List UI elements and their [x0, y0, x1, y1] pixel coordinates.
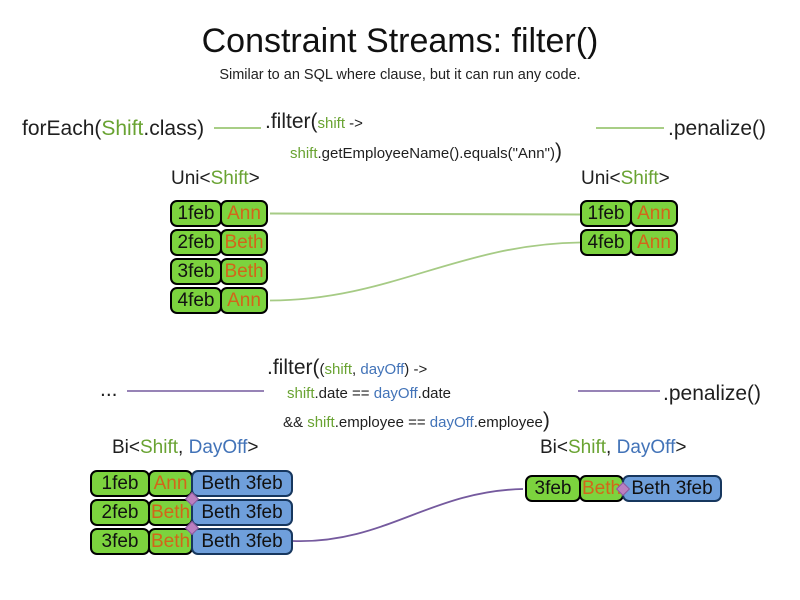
- shift-employee-cell: Ann: [630, 229, 678, 256]
- title-pre: Bi<: [112, 437, 140, 458]
- filter2-l3-var1: shift: [307, 414, 335, 431]
- filter2-head: .filter(: [267, 356, 320, 379]
- dayoff-cell: Beth 3feb: [622, 475, 722, 502]
- filter2-l3-and: &&: [283, 414, 308, 431]
- title-type: Shift: [620, 168, 659, 189]
- title-post: >: [248, 168, 260, 189]
- filter1-close-paren: ): [554, 140, 562, 163]
- filter2-open-paren: (: [319, 361, 325, 378]
- filter1-head: .filter(: [265, 110, 318, 133]
- code-source-dots: ...: [100, 378, 118, 401]
- code-foreach: forEach(Shift.class): [22, 117, 204, 141]
- uni-right-table-title: Uni<Shift>: [581, 168, 670, 190]
- filter2-comma: ,: [352, 361, 361, 378]
- filter1-arrow: ->: [345, 115, 363, 132]
- filter2-l2-op: .date ==: [314, 385, 374, 402]
- title-pre: Bi<: [540, 437, 568, 458]
- title-type: Shift: [210, 168, 249, 189]
- filter1-param: shift: [317, 115, 346, 132]
- title-post: >: [675, 437, 687, 458]
- connector-uni-row-4feb: [269, 241, 581, 302]
- title-type2: DayOff: [616, 437, 676, 458]
- dayoff-cell: Beth 3feb: [191, 528, 293, 555]
- bi-right-table-title: Bi<Shift, DayOff>: [540, 437, 686, 459]
- code-filter2-line2: shift.date == dayOff.date: [287, 385, 451, 402]
- shift-date-cell: 2feb: [90, 499, 150, 526]
- title-sep: ,: [606, 437, 617, 458]
- filter2-close-paren: ): [542, 409, 550, 432]
- shift-date-cell: 4feb: [580, 229, 632, 256]
- shift-employee-cell: Beth: [220, 229, 268, 256]
- shift-employee-cell: Beth: [148, 499, 193, 526]
- shift-date-cell: 3feb: [90, 528, 150, 555]
- code-penalize2: .penalize(): [663, 382, 762, 405]
- filter2-params-close-arrow: ) ->: [404, 361, 428, 378]
- bi-left-table-title: Bi<Shift, DayOff>: [112, 437, 258, 459]
- code-penalize1: .penalize(): [668, 117, 767, 140]
- uni-left-table-title: Uni<Shift>: [171, 168, 260, 190]
- title-pre: Uni<: [171, 168, 211, 189]
- page-subtitle: Similar to an SQL where clause, but it c…: [219, 67, 581, 83]
- code-filter2-line1: .filter((shift, dayOff) ->: [267, 356, 427, 380]
- code-filter2-line3: && shift.employee == dayOff.employee): [283, 409, 550, 433]
- title-pre: Uni<: [581, 168, 621, 189]
- foreach-class-token: Shift: [101, 117, 144, 140]
- shift-employee-cell: Ann: [148, 470, 193, 497]
- shift-date-cell: 1feb: [170, 200, 222, 227]
- title-type1: Shift: [568, 437, 607, 458]
- title-sep: ,: [178, 437, 189, 458]
- connector-bi-row-3feb: [292, 488, 524, 542]
- page-title: Constraint Streams: filter(): [201, 22, 599, 60]
- dayoff-cell: Beth 3feb: [191, 470, 293, 497]
- title-post: >: [658, 168, 670, 189]
- filter2-param1: shift: [324, 361, 353, 378]
- code-filter1-line2: shift.getEmployeeName().equals("Ann")): [290, 140, 562, 164]
- filter2-l3-var2: dayOff: [429, 414, 474, 431]
- foreach-end: .class): [143, 117, 205, 140]
- shift-employee-cell: Ann: [220, 200, 268, 227]
- shift-date-cell: 4feb: [170, 287, 222, 314]
- shift-date-cell: 1feb: [90, 470, 150, 497]
- shift-date-cell: 3feb: [170, 258, 222, 285]
- shift-date-cell: 2feb: [170, 229, 222, 256]
- connector-uni-row-1feb: [269, 212, 581, 216]
- shift-employee-cell: Ann: [630, 200, 678, 227]
- filter2-param2: dayOff: [360, 361, 405, 378]
- filter2-l2-var2: dayOff: [373, 385, 418, 402]
- filter2-l3-op: .employee ==: [334, 414, 430, 431]
- title-type2: DayOff: [188, 437, 248, 458]
- shift-employee-cell: Beth: [148, 528, 193, 555]
- filter2-l3-end: .employee: [473, 414, 543, 431]
- shift-date-cell: 3feb: [525, 475, 581, 502]
- shift-employee-cell: Beth: [220, 258, 268, 285]
- filter2-l2-end: .date: [417, 385, 452, 402]
- code-filter1-line1: .filter(shift ->: [265, 110, 363, 134]
- filter2-l2-var1: shift: [287, 385, 315, 402]
- filter1-body: .getEmployeeName().equals("Ann"): [317, 145, 555, 162]
- title-type1: Shift: [140, 437, 179, 458]
- shift-date-cell: 1feb: [580, 200, 632, 227]
- foreach-fn: forEach(: [22, 117, 102, 140]
- dayoff-cell: Beth 3feb: [191, 499, 293, 526]
- shift-employee-cell: Ann: [220, 287, 268, 314]
- filter1-body-var: shift: [290, 145, 318, 162]
- title-post: >: [247, 437, 259, 458]
